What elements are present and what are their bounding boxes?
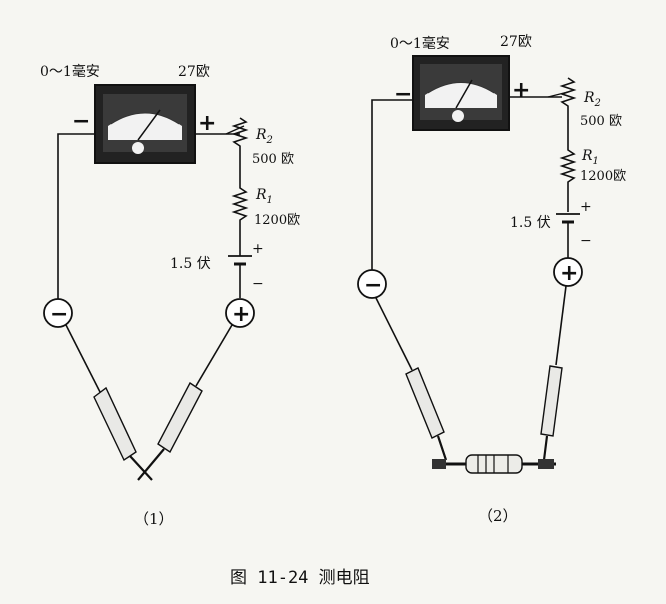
left-wire [57, 133, 95, 300]
figure-caption: 图 11-24 测电阻 [230, 568, 370, 588]
meter-minus-sign: − [394, 82, 412, 107]
probe-plus [540, 365, 563, 461]
plus-lead [195, 324, 233, 387]
diagram-1-caption: （1） [134, 510, 174, 528]
r2-value: 500 欧 [580, 114, 622, 129]
battery-minus: − [580, 233, 592, 249]
meter-plus-sign: + [198, 111, 216, 136]
terminal-plus-sign: + [560, 261, 578, 286]
meter-minus-sign: − [72, 109, 90, 134]
r1-value: 1200欧 [254, 213, 300, 228]
resistor-under-test [432, 454, 556, 474]
meter-resistance-label: 27欧 [500, 34, 532, 50]
meter-scale-arc [427, 82, 495, 94]
milliammeter [412, 55, 510, 131]
r1-name: R1 [255, 187, 273, 206]
meter-plus-sign: + [512, 78, 530, 103]
r2-rheostat [231, 117, 249, 175]
diagram-2-caption: （2） [478, 507, 518, 525]
meter-scale [108, 113, 182, 140]
left-wire [371, 99, 413, 270]
meter-scale-arc [110, 112, 180, 125]
probe-minus [405, 367, 448, 461]
battery-voltage: 1.5 伏 [510, 215, 551, 231]
battery-voltage: 1.5 伏 [170, 256, 211, 272]
meter-needle [137, 109, 161, 141]
terminal-minus-sign: − [364, 273, 382, 298]
r2-wiper-arrow [547, 91, 569, 98]
probe-plus [137, 381, 203, 481]
meter-knob [452, 110, 464, 122]
diagram-1: 0～1毫安 27欧 − + R2 500 欧 R1 1200欧 1.5 伏 + [40, 63, 300, 528]
terminal-plus [553, 257, 583, 287]
milliammeter [94, 84, 196, 164]
plus-lead [555, 285, 567, 366]
meter-scale [425, 82, 497, 108]
terminal-minus-sign: − [50, 302, 68, 327]
terminal-plus-sign: + [232, 302, 250, 327]
meter-resistance-label: 27欧 [178, 64, 210, 80]
r2-wiper-arrow [225, 125, 245, 135]
r1-resistor [559, 140, 577, 212]
terminal-plus [225, 298, 255, 328]
meter-knob [132, 142, 144, 154]
battery-plus: + [252, 241, 264, 257]
probe-minus [93, 386, 153, 481]
r1-name: R1 [581, 148, 599, 167]
minus-lead [375, 297, 413, 371]
r2-name: R2 [255, 127, 273, 146]
r1-value: 1200欧 [580, 169, 626, 184]
battery-plus: + [580, 199, 592, 215]
meter-range-label: 0～1毫安 [390, 35, 450, 52]
diagram-2: 0～1毫安 27欧 − + R2 500 欧 R1 1200欧 1.5 伏 + … [357, 34, 626, 525]
terminal-minus [357, 269, 387, 299]
r2-value: 500 欧 [252, 152, 294, 167]
meter-needle [455, 79, 473, 109]
r1-resistor [231, 175, 249, 256]
r2-rheostat [559, 77, 577, 140]
r2-name: R2 [583, 90, 601, 109]
minus-lead [65, 324, 101, 393]
battery-minus: − [252, 276, 264, 292]
meter-range-label: 0～1毫安 [40, 63, 100, 80]
terminal-minus [43, 298, 73, 328]
